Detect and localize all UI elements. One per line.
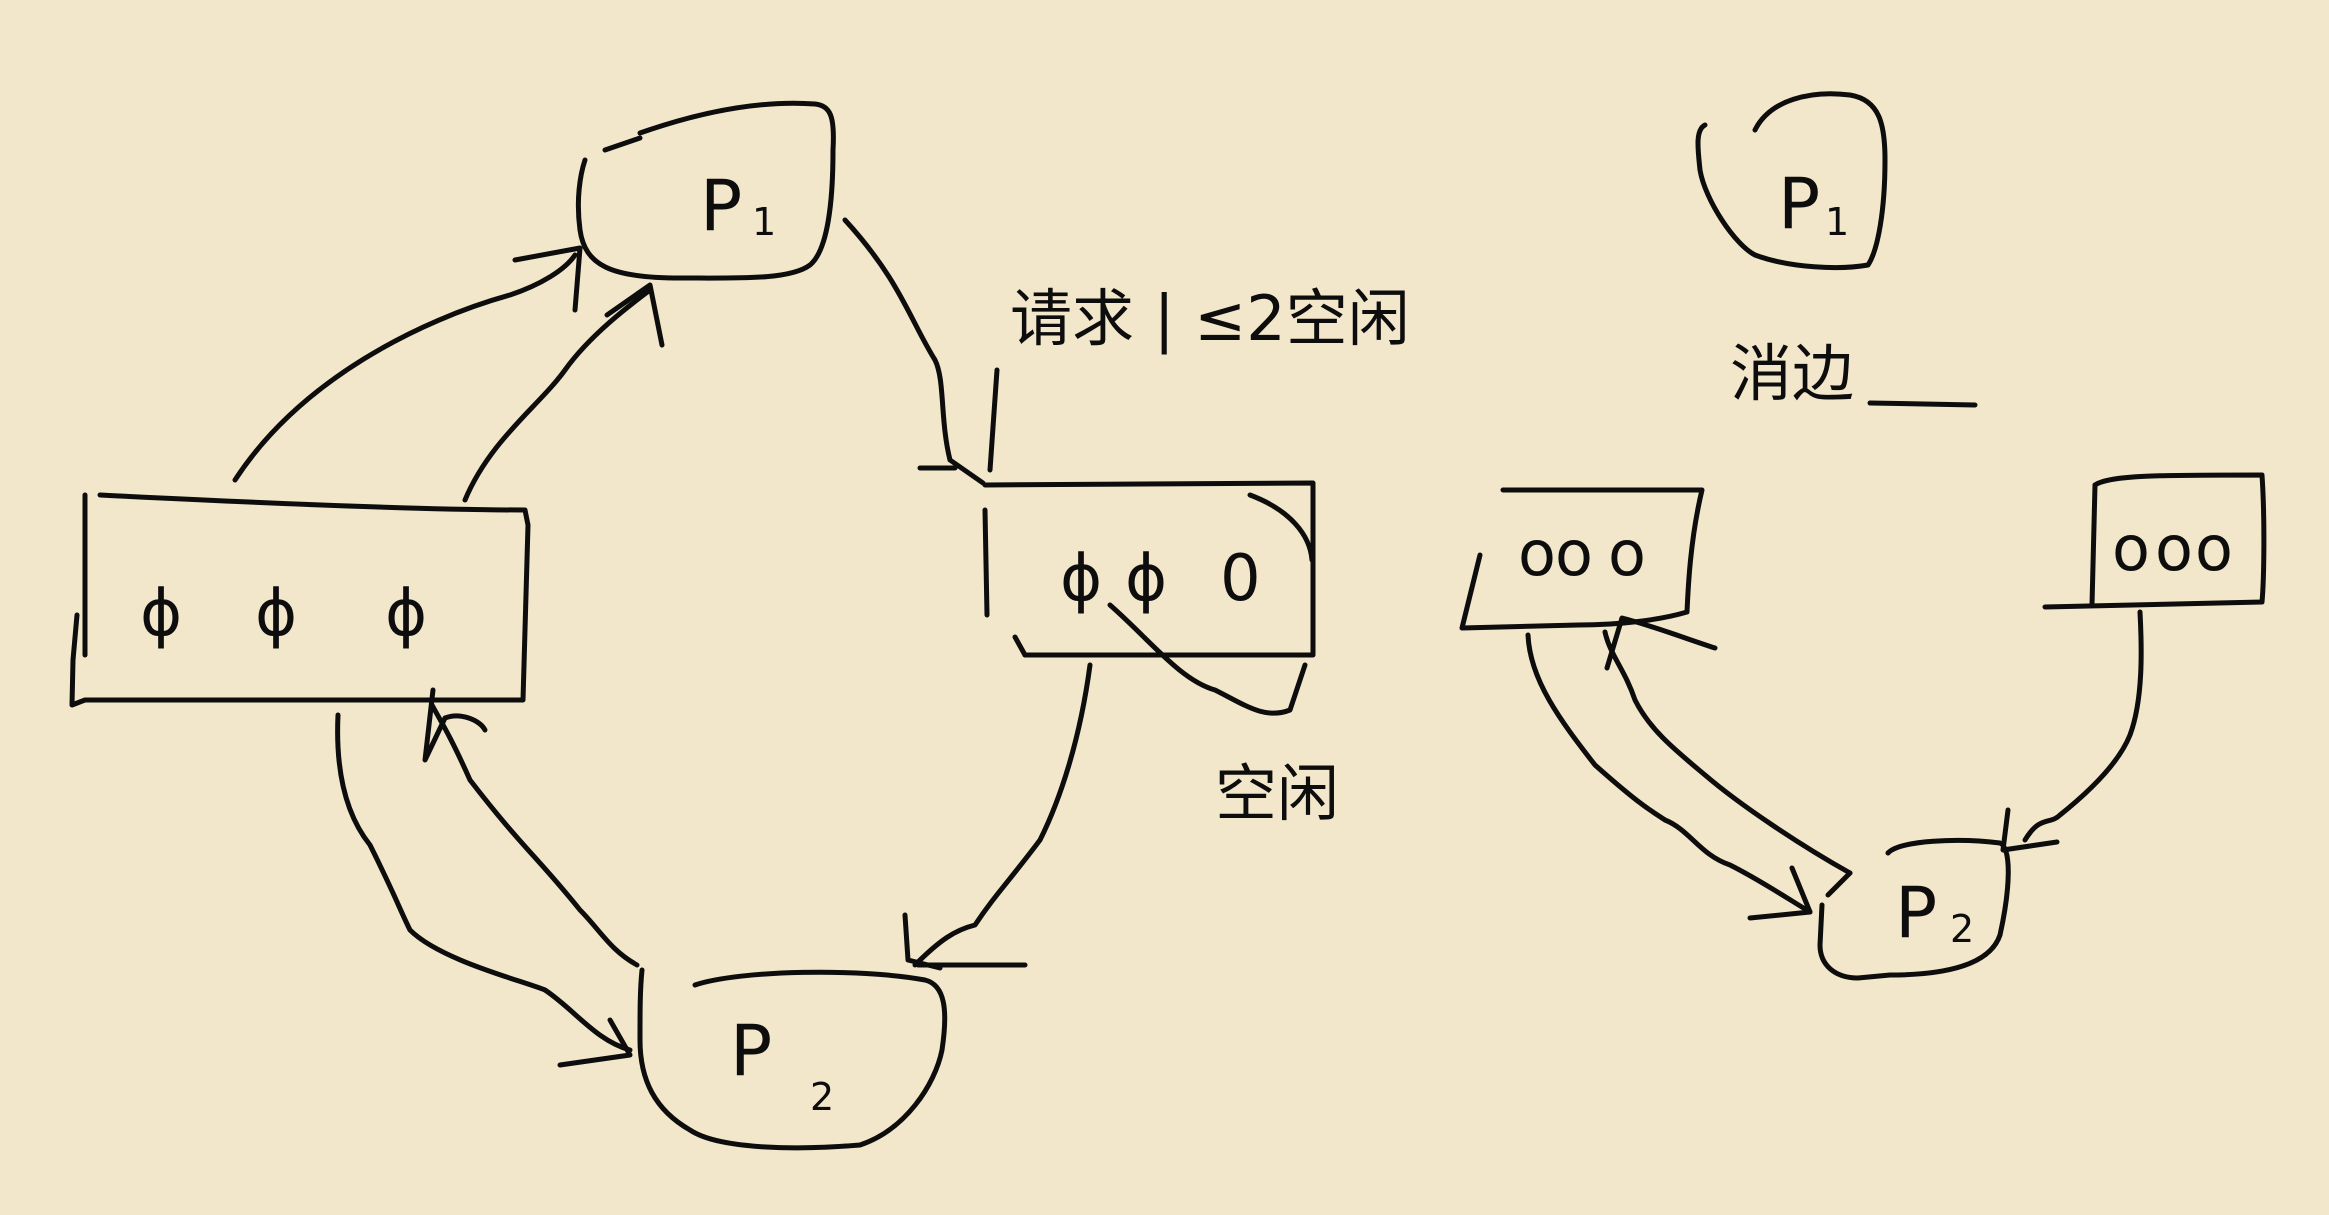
resource-r1-instance-2: ϕ [255,577,297,651]
edge-r1-to-p2-outer [335,712,633,1068]
free-note: 空闲 [1215,757,1339,830]
edge-r1-to-p1-inner [462,282,665,503]
right-edge-left-box-to-p2 [1525,632,1813,921]
edge-r1-to-p1-outer [232,245,583,483]
right-resource-left-instance-3: o [1608,517,1646,590]
right-p1-note: 消边 [1730,337,1854,410]
edge-p1-to-r2 [842,217,1000,486]
right-process-p2-label: P [1895,872,1937,954]
process-p2-node: P 2 [637,967,948,1151]
resource-r2-instance-1: ϕ [1060,542,1102,616]
process-p1-node: P 1 [575,100,836,281]
resource-r1-instance-1: ϕ [140,577,182,651]
right-resource-right-instance-1: o [2112,512,2150,585]
process-p2-label: P [730,1010,772,1092]
right-edge-p2-to-left-box [1602,615,1853,898]
note-underline [1867,400,1978,408]
right-process-p1-label: P [1778,163,1820,245]
edge-r2-to-p2 [902,662,1093,971]
right-process-p1-node: P 1 [1695,91,1888,270]
request-note: 请求 | ≤2空闲 [1010,282,1410,356]
right-resource-left-box: o o o [1459,487,1705,631]
process-p1-subscript: 1 [752,200,776,244]
right-process-p2-subscript: 2 [1950,907,1974,951]
right-resource-left-instance-1: o [1518,517,1556,590]
right-resource-right-instance-2: o [2155,512,2193,585]
resource-r2-box: ϕ ϕ 0 [982,480,1316,716]
right-edge-right-box-to-p2 [2000,609,2144,853]
resource-r2-instance-2: ϕ [1125,542,1167,616]
edge-p2-to-r1-inner [422,687,640,968]
resource-r2-instance-3: 0 [1220,542,1261,616]
right-resource-right-instance-3: o [2195,512,2233,585]
right-process-p2-node: P 2 [1817,838,2011,981]
process-p1-label: P [700,165,742,247]
right-resource-left-instance-2: o [1555,517,1593,590]
resource-r1-box: ϕ ϕ ϕ [69,492,531,708]
process-p2-subscript: 2 [810,1075,834,1119]
right-process-p1-subscript: 1 [1825,200,1849,244]
right-resource-right-box: o o o [2042,472,2267,610]
resource-r1-instance-3: ϕ [385,577,427,651]
